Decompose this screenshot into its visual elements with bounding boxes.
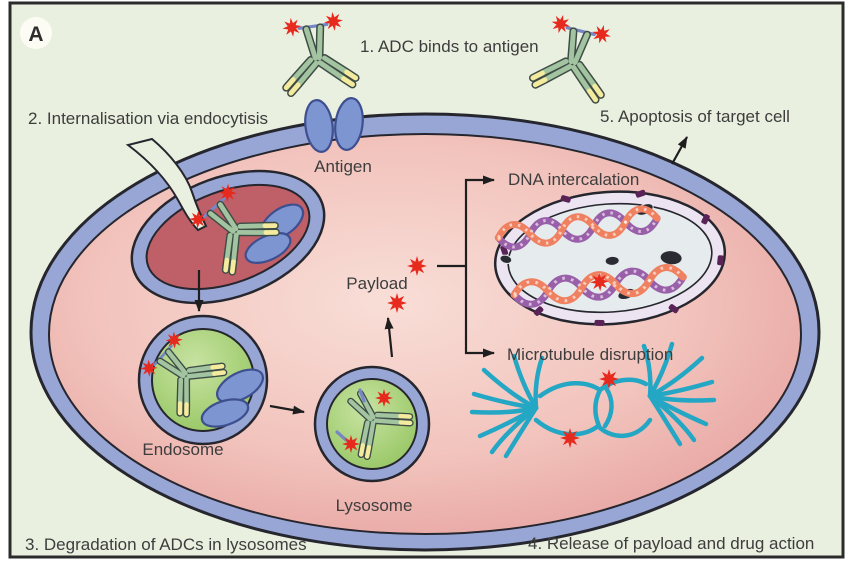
arrow-dna-intercalation [464, 175, 495, 266]
arrow-payload-release [384, 317, 394, 358]
payload-star-icon [342, 435, 360, 453]
payload-star-icon [387, 293, 407, 313]
lysosome [313, 365, 431, 483]
nucleus [491, 189, 727, 326]
arrow-apoptosis [671, 136, 688, 165]
arrow-endosome-to-lysosome [269, 404, 305, 415]
payload-star-icon [375, 389, 393, 407]
panel-label: A [20, 17, 52, 49]
bracket-drug-action [437, 175, 495, 358]
payload-star-icon [407, 256, 427, 276]
antigen-receptor-icon [304, 97, 364, 153]
payload-star-icon [599, 369, 619, 389]
antigen-in-endosome [200, 368, 265, 428]
antigen-in-invagination [244, 203, 305, 264]
endosome [134, 314, 269, 446]
target-cell [29, 112, 821, 552]
endocytosis-invagination [125, 137, 326, 305]
panel-letter: A [28, 23, 43, 46]
step4-label: 4. Release of payload and drug action [528, 534, 814, 553]
linker-fragment-icon [358, 388, 366, 403]
linker-fragment-icon [335, 430, 348, 442]
dna-intercalation-label: DNA intercalation [508, 170, 639, 189]
payload-label: Payload [346, 274, 407, 293]
lysosome-label: Lysosome [336, 496, 413, 515]
step5-label: 5. Apoptosis of target cell [600, 107, 790, 126]
microtubule-disruption-label: Microtubule disruption [507, 345, 673, 364]
invagination-opening [125, 137, 208, 232]
arrow-microtubule-disruption [464, 266, 495, 358]
microtubule-spindle [472, 344, 714, 456]
endosome-label: Endosome [142, 440, 223, 459]
step1-label: 1. ADC binds to antigen [360, 37, 539, 56]
antigen-label: Antigen [314, 157, 372, 176]
step3-label: 3. Degradation of ADCs in lysosomes [25, 535, 307, 554]
payload-star-icon [560, 428, 580, 448]
step2-label: 2. Internalisation via endocytisis [28, 109, 268, 128]
